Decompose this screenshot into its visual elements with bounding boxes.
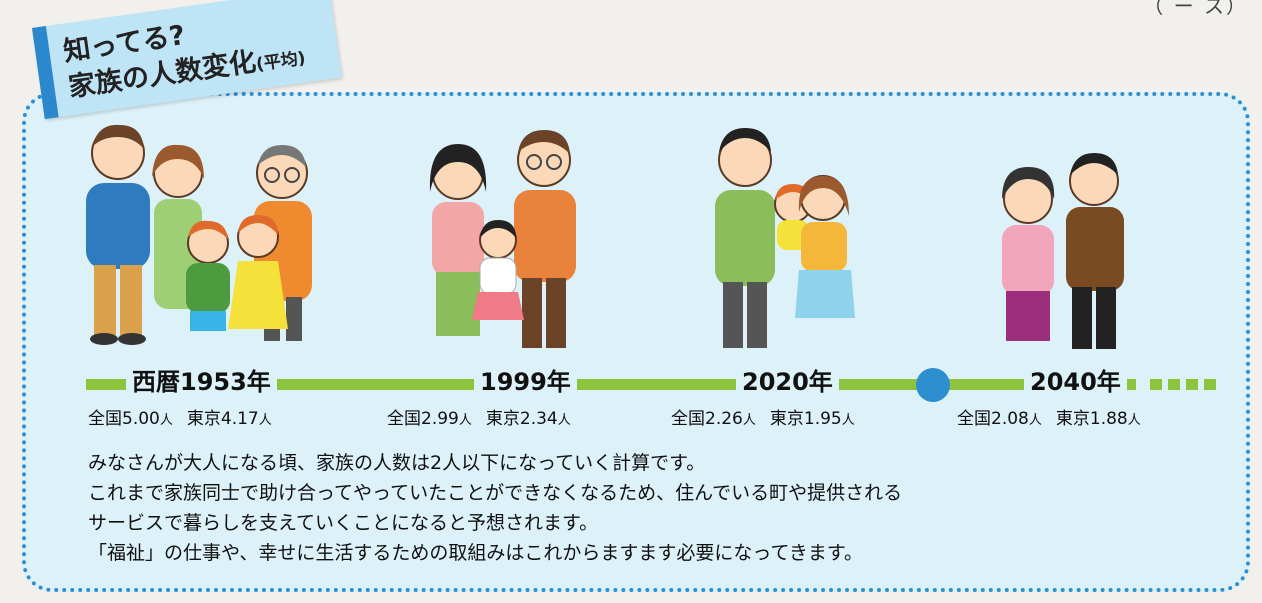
unit: 人	[159, 413, 173, 428]
family-1953-illustration	[86, 124, 312, 345]
household-size-2020: 全国2.26人東京1.95人	[671, 404, 855, 429]
description-text: みなさんが大人になる頃、家族の人数は2人以下になっていく計算です。 これまで家族…	[88, 448, 902, 568]
household-size-1999: 全国2.99人東京2.34人	[387, 404, 571, 429]
national-label: 全国	[957, 409, 991, 429]
tokyo-value: 2.34	[519, 409, 558, 429]
banner-title-suffix: (平均)	[254, 48, 307, 76]
national-label: 全国	[671, 409, 705, 429]
year-label-1999: 1999年	[474, 362, 577, 397]
national-value: 2.99	[421, 409, 459, 429]
unit: 人	[258, 413, 272, 428]
tokyo-value: 1.95	[803, 409, 842, 429]
national-value: 2.26	[705, 409, 743, 429]
year-label-1953: 西暦1953年	[126, 362, 277, 397]
timeline-bar	[86, 379, 1136, 390]
tokyo-label: 東京	[485, 409, 520, 429]
year-label-2020: 2020年	[736, 362, 839, 397]
national-label: 全国	[387, 409, 421, 429]
unit: 人	[557, 413, 571, 428]
household-size-2040: 全国2.08人東京1.88人	[957, 404, 1141, 429]
description-line-3: サービスで暮らしを支えていくことになると予想されます。	[88, 512, 599, 534]
tokyo-label: 東京	[1055, 409, 1090, 429]
timeline-future-dashes	[1150, 379, 1222, 390]
family-1999-illustration	[429, 130, 576, 348]
tokyo-label: 東京	[186, 409, 221, 429]
family-2020-illustration	[715, 128, 855, 348]
unit: 人	[841, 413, 855, 428]
tokyo-value: 4.17	[220, 409, 259, 429]
corner-text: （ ー ス）	[1143, 0, 1248, 18]
unit: 人	[1028, 413, 1042, 428]
household-size-1953: 全国5.00人東京4.17人	[88, 404, 272, 429]
tokyo-value: 1.88	[1089, 409, 1128, 429]
national-value: 5.00	[122, 409, 160, 429]
description-line-4: 「福祉」の仕事や、幸せに生活するための取組みはこれからますます必要になってきます…	[88, 542, 864, 564]
unit: 人	[742, 413, 756, 428]
timeline-current-marker	[916, 368, 950, 402]
family-2040-illustration	[1002, 153, 1124, 349]
description-line-1: みなさんが大人になる頃、家族の人数は2人以下になっていく計算です。	[88, 452, 706, 474]
national-label: 全国	[88, 409, 122, 429]
unit: 人	[1127, 413, 1141, 428]
tokyo-label: 東京	[769, 409, 804, 429]
national-value: 2.08	[991, 409, 1029, 429]
unit: 人	[458, 413, 472, 428]
year-label-2040: 2040年	[1024, 362, 1127, 397]
description-line-2: これまで家族同士で助け合ってやっていたことができなくなるため、住んでいる町や提供…	[88, 482, 903, 504]
